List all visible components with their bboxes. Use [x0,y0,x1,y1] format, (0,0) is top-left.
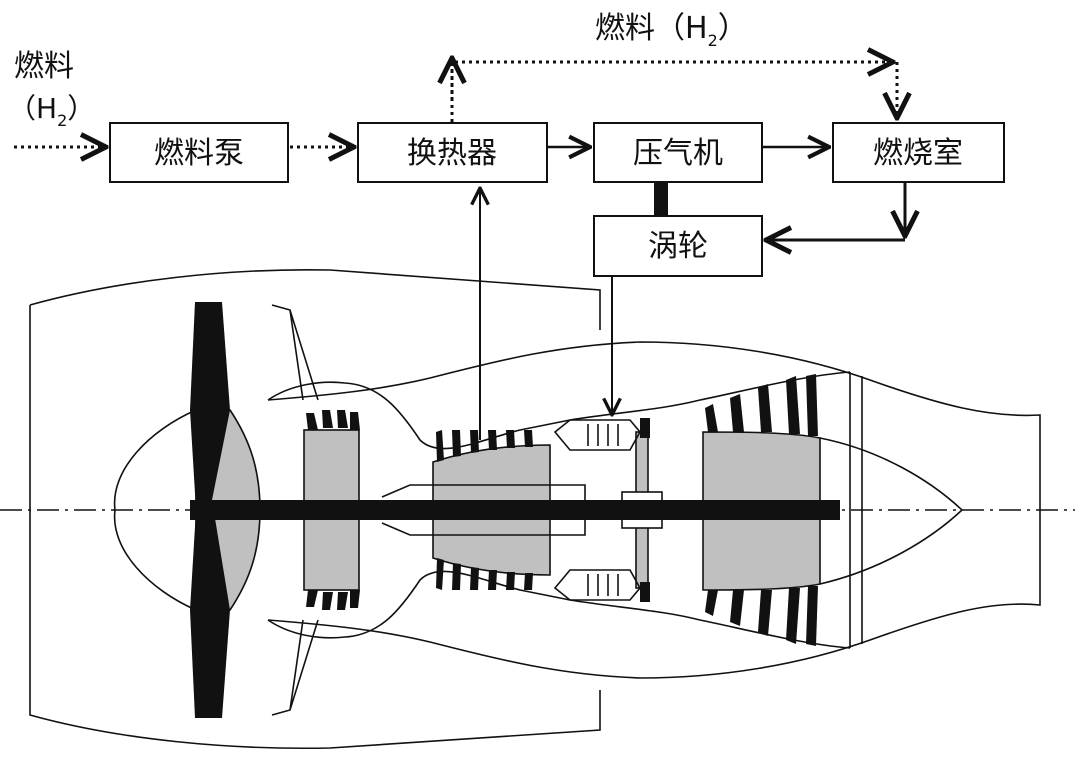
engine-cross-section [0,268,1075,750]
core-liner-top [569,371,851,421]
nacelle-inner-top [267,341,1041,679]
bypass-fuel-line [450,62,893,122]
shaft-link [654,182,668,216]
combustor-fins [587,424,619,596]
heat-exchanger-label: 换热器 [407,136,497,171]
fan-strut-bottom [271,619,319,716]
combustor-box: 燃烧室 [832,122,1005,183]
heat-exchanger-box: 换热器 [357,122,548,183]
core-liner-bottom [569,599,851,649]
fuel-pump-label: 燃料泵 [154,136,244,171]
exhaust-cone [819,437,964,585]
flow-schematic: 燃料 （H2） 燃料（H2） 燃料泵 换热器 压气机 燃烧室 涡轮 [8,11,1005,440]
lp-compressor-blades [306,410,360,610]
hp-turbine-blades [640,418,650,602]
fan-blade [190,302,230,718]
lp-turbine-blades [705,374,818,646]
fuel-input-formula: （H2） [8,92,95,130]
fuel-input-label: 燃料 [14,49,74,84]
fan-strut-top [271,304,319,401]
fuel-pump-box: 燃料泵 [109,122,289,183]
turbine-label: 涡轮 [648,229,708,264]
spinner-nose [113,409,197,611]
hp-compressor-blades [436,430,533,590]
nacelle-outer [29,268,601,750]
combustor-label: 燃烧室 [873,136,963,171]
nozzle-lines [849,372,863,648]
compressor-label: 压气机 [633,136,723,171]
lp-shaft [190,500,840,520]
compressor-box: 压气机 [593,122,763,183]
fuel-bypass-label: 燃料（H2） [595,11,748,50]
turbine-box: 涡轮 [593,215,763,277]
